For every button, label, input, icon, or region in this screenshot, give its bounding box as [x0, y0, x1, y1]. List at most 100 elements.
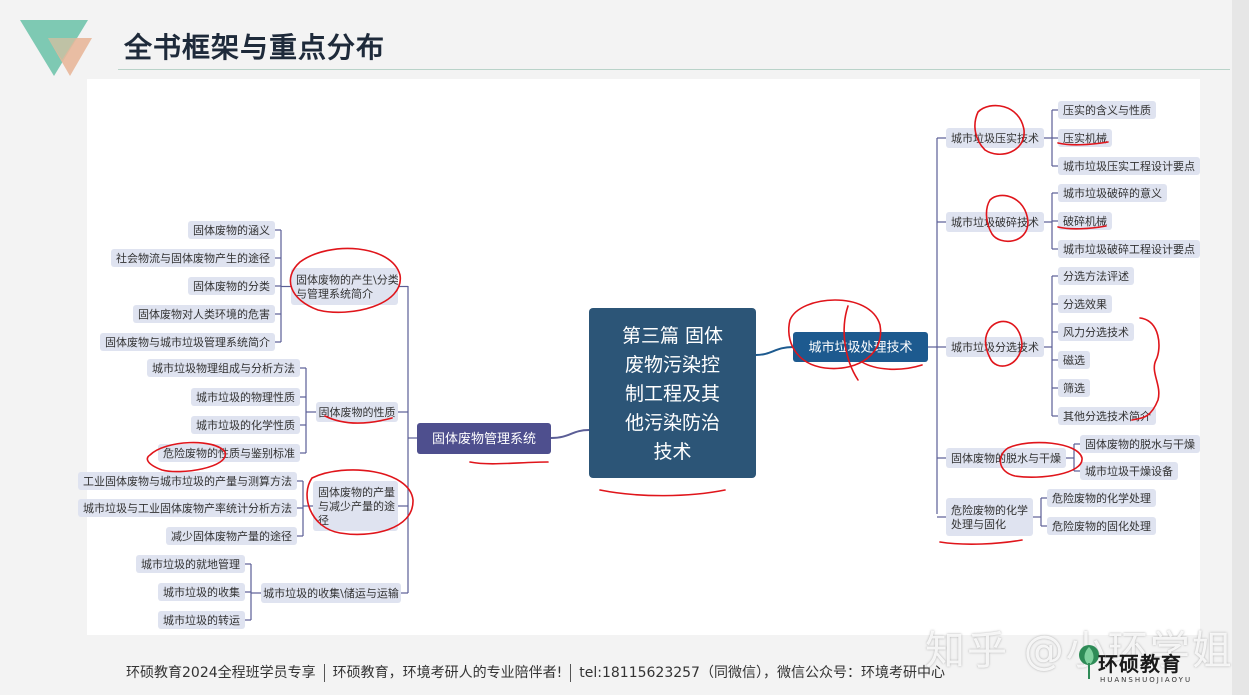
left-leaf-label: 固体废物的涵义 — [193, 223, 270, 237]
annotation-stroke — [306, 469, 414, 536]
left-leaf-label: 城市垃圾的收集 — [163, 585, 240, 599]
annotation-stroke — [861, 361, 923, 371]
left-leaf-node — [158, 611, 245, 629]
left-leaf-node — [136, 555, 245, 573]
footer-part3: tel:18115623257（同微信），微信公众号：环境考研中心 — [579, 665, 945, 681]
annotation-stroke — [843, 305, 859, 381]
left-leaf-label: 危险废物的性质与鉴别标准 — [163, 446, 295, 460]
right-leaf-node — [1047, 517, 1156, 535]
left-leaf-node — [111, 249, 275, 267]
right-branch-label: 城市垃圾破碎技术 — [951, 215, 1039, 229]
left-leaf-node — [188, 221, 275, 239]
right-leaf-node — [1058, 379, 1090, 397]
central-topic-label: 第三篇 固体 — [622, 325, 723, 347]
right-leaf-label: 磁选 — [1063, 354, 1085, 367]
left-branch-node — [261, 583, 401, 603]
footer-separator — [323, 664, 325, 682]
left-leaf-node — [166, 527, 297, 545]
left-leaf-node — [188, 277, 275, 295]
left-leaf-label: 城市垃圾的转运 — [163, 613, 240, 627]
left-leaf-label: 固体废物对人类环境的危害 — [138, 307, 270, 321]
left-leaf-label: 城市垃圾的就地管理 — [141, 557, 240, 571]
left-branch-label: 径 — [318, 514, 329, 527]
left-leaf-label: 城市垃圾物理组成与分析方法 — [152, 361, 295, 375]
left-branch-label: 与减少产量的途 — [318, 499, 395, 513]
right-leaf-label: 分选效果 — [1063, 297, 1107, 311]
annotation-stroke — [599, 489, 726, 497]
leaf-logo-icon — [1079, 645, 1099, 679]
annotation-stroke — [1057, 225, 1107, 230]
central-topic-label: 他污染防治 — [625, 412, 720, 434]
right-leaf-node — [1058, 240, 1200, 258]
left-leaf-node — [133, 305, 275, 323]
right-leaf-label: 破碎机械 — [1063, 214, 1107, 228]
annotation-stroke — [324, 415, 393, 424]
footer: 环硕教育2024全程班学员专享环硕教育，环境考研人的专业陪伴者! tel:1811… — [126, 662, 945, 682]
left-branch-label: 固体废物的产生\分类 — [296, 272, 399, 286]
left-branch-label: 与管理系统简介 — [296, 286, 373, 300]
left-branch-label: 固体废物的产量 — [318, 485, 395, 499]
right-branch-node — [946, 448, 1066, 468]
right-branch-node — [946, 212, 1044, 232]
left-branch-node — [313, 481, 398, 531]
left-leaf-label: 减少固体废物产量的途径 — [171, 529, 292, 543]
right-branch-label: 城市垃圾分选技术 — [951, 340, 1039, 354]
right-branch-label: 处理与固化 — [951, 517, 1006, 531]
right-leaf-node — [1058, 212, 1112, 230]
right-leaf-label: 风力分选技术 — [1063, 326, 1129, 339]
title-divider — [118, 69, 1230, 70]
left-leaf-label: 工业固体废物与城市垃圾的产量与测算方法 — [83, 474, 292, 488]
left-leaf-node — [147, 359, 300, 377]
right-leaf-node — [1058, 267, 1134, 285]
annotation-stroke — [984, 320, 1023, 367]
page-title: 全书框架与重点分布 — [124, 31, 386, 64]
right-leaf-label: 城市垃圾破碎工程设计要点 — [1063, 242, 1195, 256]
annotation-stroke — [146, 441, 226, 473]
annotation-stroke — [974, 104, 1025, 155]
right-leaf-node — [1058, 184, 1167, 202]
right-leaf-node — [1058, 129, 1112, 147]
footer-part1: 环硕教育2024全程班学员专享 — [126, 665, 316, 681]
left-leaf-label: 城市垃圾的物理性质 — [196, 390, 295, 404]
right-branch-label: 固体废物的脱水与干燥 — [951, 451, 1061, 465]
left-leaf-node — [191, 416, 300, 434]
footer-part2: 环硕教育，环境考研人的专业陪伴者! — [332, 665, 563, 681]
left-leaf-label: 社会物流与固体废物产生的途径 — [116, 251, 270, 265]
left-leaf-node — [78, 499, 297, 517]
right-leaf-node — [1058, 157, 1200, 175]
left-leaf-label: 城市垃圾与工业固体废物产率统计分析方法 — [83, 501, 292, 515]
right-leaf-label: 压实的含义与性质 — [1063, 103, 1151, 117]
right-leaf-node — [1080, 435, 1200, 453]
annotation-stroke — [469, 461, 549, 465]
brand-subtitle: HUANSHUOJIAOYU — [1100, 676, 1193, 684]
left-branch-node — [316, 402, 398, 422]
right-leaf-label: 压实机械 — [1063, 131, 1107, 145]
right-leaf-label: 其他分选技术简介 — [1063, 409, 1151, 423]
right-leaf-node — [1047, 489, 1156, 507]
right-leaf-label: 城市垃圾干燥设备 — [1085, 464, 1173, 478]
left-leaf-node — [100, 333, 275, 351]
right-root-node — [793, 332, 928, 362]
right-leaf-label: 危险废物的固化处理 — [1052, 519, 1151, 533]
right-leaf-label: 固体废物的脱水与干燥 — [1085, 437, 1195, 451]
right-leaf-node — [1058, 323, 1134, 341]
annotation-stroke — [1057, 141, 1109, 146]
brand-name: 环硕教育 — [1098, 652, 1182, 676]
right-branch-node — [946, 128, 1044, 148]
annotation-stroke — [939, 539, 1023, 545]
left-root-node — [417, 423, 551, 454]
watermark: 知乎 @小环学姐 — [925, 628, 1234, 674]
left-branch-label: 城市垃圾的收集\储运与运输 — [263, 586, 399, 600]
central-topic — [589, 308, 756, 478]
right-leaf-label: 分选方法评述 — [1063, 269, 1129, 283]
connector-line — [550, 429, 590, 439]
left-leaf-label: 城市垃圾的化学性质 — [196, 418, 295, 432]
central-topic-label: 制工程及其 — [625, 383, 720, 405]
right-leaf-label: 筛选 — [1063, 381, 1085, 395]
left-root-label: 固体废物管理系统 — [432, 431, 536, 447]
right-leaf-node — [1058, 351, 1090, 369]
triangle-logo-icon — [20, 20, 92, 76]
right-leaf-label: 危险废物的化学处理 — [1052, 491, 1151, 505]
slide-edge — [1232, 0, 1249, 695]
